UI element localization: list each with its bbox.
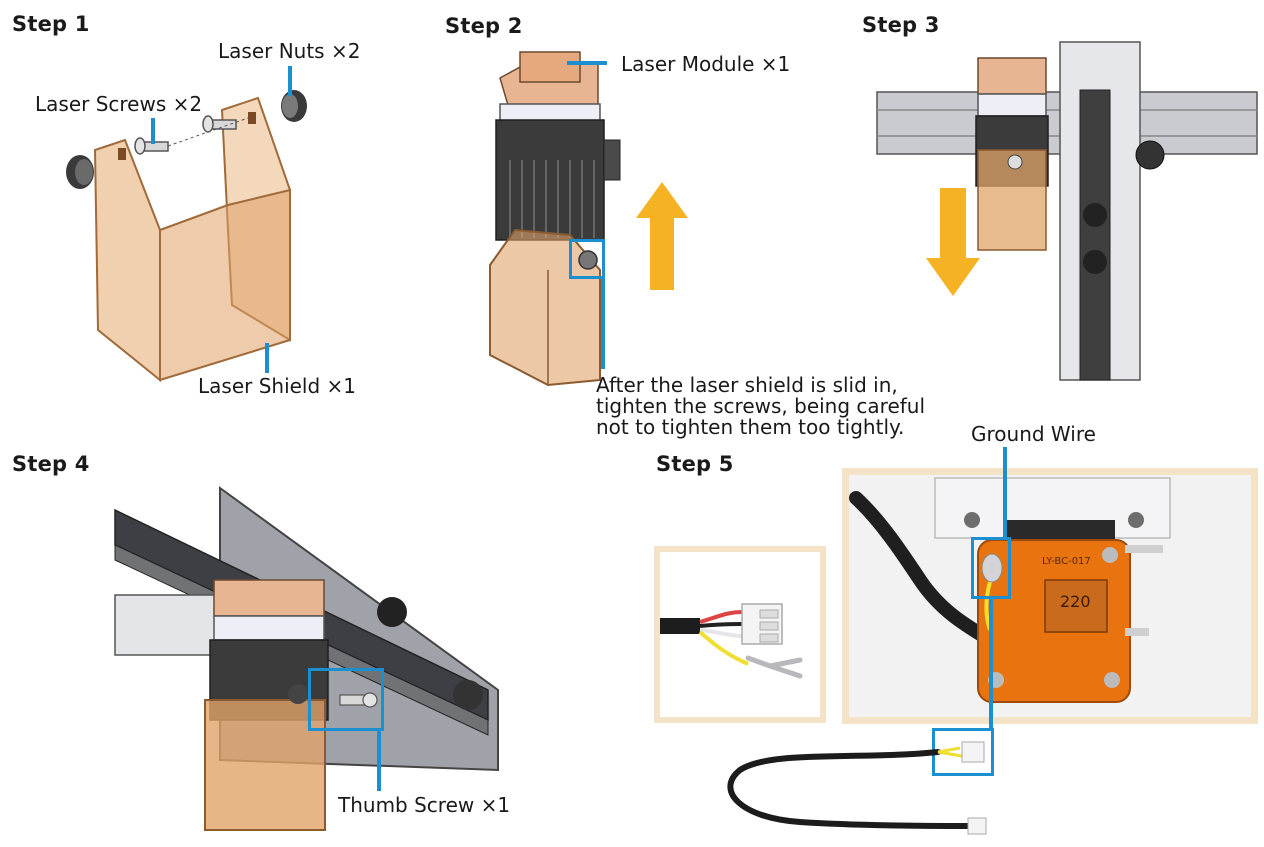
board-marking: 220	[1060, 592, 1091, 611]
laser-screws-label: Laser Screws ×2	[35, 92, 203, 116]
screw-note-leader	[601, 277, 605, 369]
laser-module-label: Laser Module ×1	[621, 52, 791, 76]
step2-note: After the laser shield is slid in, tight…	[596, 373, 926, 439]
board-id: LY-BC-017	[1042, 556, 1091, 567]
laser-screws-leader	[151, 118, 155, 144]
thumb-screw-highlight-box	[308, 668, 384, 731]
ground-wire-label: Ground Wire	[971, 422, 1096, 446]
thumb-screw-leader	[377, 729, 381, 791]
step-3-title: Step 3	[862, 13, 940, 37]
laser-module-leader	[567, 61, 607, 65]
ground-terminal-highlight-box	[971, 537, 1011, 599]
laser-nuts-label: Laser Nuts ×2	[218, 39, 361, 63]
step-4-title: Step 4	[12, 452, 90, 476]
ground-wire-leader	[1003, 447, 1007, 539]
screw-highlight-box	[569, 239, 605, 279]
cable-end-leader	[989, 598, 993, 730]
laser-nuts-leader	[288, 66, 292, 96]
step-1-title: Step 1	[12, 12, 90, 36]
step-5-title: Step 5	[656, 452, 734, 476]
laser-shield-label: Laser Shield ×1	[198, 374, 357, 398]
laser-shield-leader	[265, 343, 269, 373]
thumb-screw-label: Thumb Screw ×1	[338, 793, 511, 817]
step-2-title: Step 2	[445, 14, 523, 38]
